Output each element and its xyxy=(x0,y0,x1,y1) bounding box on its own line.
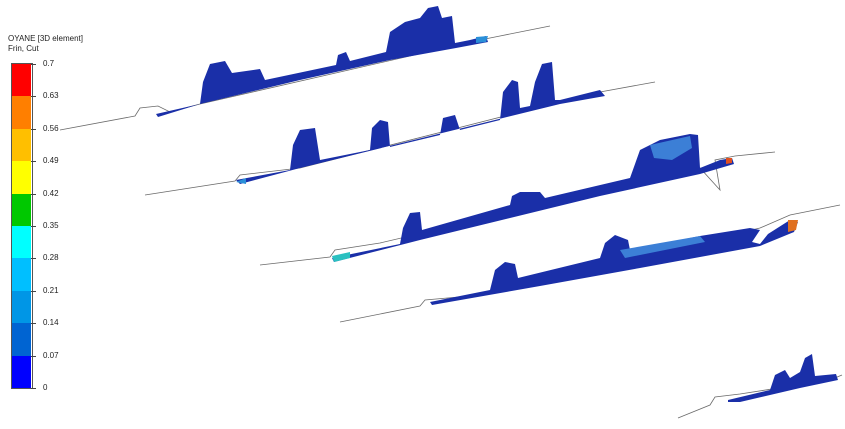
ring-4-hotspot xyxy=(788,220,798,232)
legend-swatch xyxy=(12,64,31,97)
ring-section-1 xyxy=(59,6,551,131)
ring-section-3 xyxy=(259,134,776,266)
legend-level-label: 0.28 xyxy=(43,253,59,263)
ring-3-lighter xyxy=(650,136,692,160)
ring-section-4 xyxy=(339,204,841,323)
legend-tick xyxy=(31,388,36,389)
legend-tick xyxy=(31,193,36,195)
ring-4-mesh xyxy=(430,220,798,305)
legend-tick xyxy=(31,290,36,292)
legend-level-label: 0.63 xyxy=(43,91,59,101)
legend-tick xyxy=(31,226,36,227)
ring-3-edge-glow xyxy=(332,252,350,262)
ring-2-hotspot xyxy=(236,178,246,184)
ring-3-hotspot xyxy=(726,158,732,164)
legend-tick xyxy=(31,64,36,65)
ring-section-5 xyxy=(677,354,843,419)
legend-tick xyxy=(31,96,36,98)
legend-swatch xyxy=(12,128,31,162)
legend-tick xyxy=(31,355,36,357)
ring-section-2 xyxy=(144,62,656,196)
legend-swatch xyxy=(12,96,31,130)
ring-5-mesh xyxy=(728,354,838,402)
ring-4-light xyxy=(620,236,705,258)
legend-level-label: 0.14 xyxy=(43,318,59,328)
legend-level-label: 0.42 xyxy=(43,188,59,198)
legend-tick xyxy=(31,128,36,130)
legend-level-label: 0.35 xyxy=(43,221,59,230)
legend-swatch xyxy=(12,161,31,195)
ring-1-hotspot xyxy=(476,36,488,43)
legend-swatch xyxy=(12,290,31,324)
legend-subtitle: Frin, Cut xyxy=(8,44,39,53)
legend-level-label: 0.49 xyxy=(43,156,59,166)
legend-level-label: 0.21 xyxy=(43,285,59,295)
legend-swatch xyxy=(12,355,31,389)
legend-tick xyxy=(31,258,36,260)
legend-swatch xyxy=(12,226,31,259)
legend-level-label: 0 xyxy=(43,383,48,392)
legend-tick xyxy=(31,323,36,325)
legend-tick xyxy=(31,161,36,163)
legend-swatch xyxy=(12,258,31,292)
ring-3-mesh xyxy=(332,134,734,262)
legend-level-label: 0.7 xyxy=(43,59,55,68)
legend-title: OYANE [3D element] xyxy=(8,34,83,43)
legend-swatch xyxy=(12,323,31,357)
legend-level-label: 0.56 xyxy=(43,123,59,133)
ring-2-mesh xyxy=(236,62,605,184)
ring-1-mesh xyxy=(156,6,488,117)
legend-level-label: 0.07 xyxy=(43,350,59,360)
legend-swatch xyxy=(12,193,31,227)
